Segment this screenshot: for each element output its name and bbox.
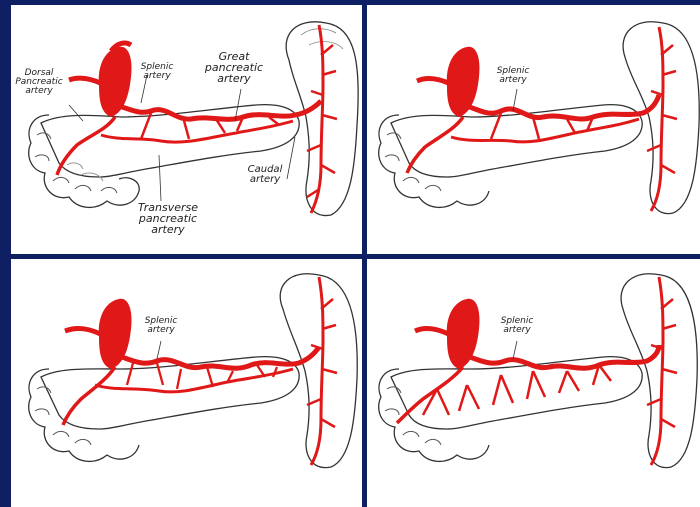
label-great-pancreatic-artery: Great pancreatic artery (201, 51, 267, 84)
label-caudal-artery: Caudal artery (243, 165, 287, 185)
pancreas-illustration (367, 5, 700, 254)
pancreas-illustration (11, 259, 362, 507)
label-dorsal-pancreatic-artery: Dorsal Pancreatic artery (11, 69, 67, 96)
panel-1: Dorsal Pancreatic artery Splenic artery … (11, 5, 362, 254)
pancreas-illustration (367, 259, 700, 507)
label-splenic-artery: Splenic artery (493, 67, 533, 85)
panel-3: Splenic artery (11, 259, 362, 507)
label-splenic-artery: Splenic artery (137, 63, 177, 81)
label-transverse-pancreatic-artery: Transverse pancreatic artery (129, 202, 207, 235)
panel-2: Splenic artery (367, 5, 700, 254)
label-splenic-artery: Splenic artery (141, 317, 181, 335)
label-splenic-artery: Splenic artery (497, 317, 537, 335)
panel-4: Splenic artery (367, 259, 700, 507)
